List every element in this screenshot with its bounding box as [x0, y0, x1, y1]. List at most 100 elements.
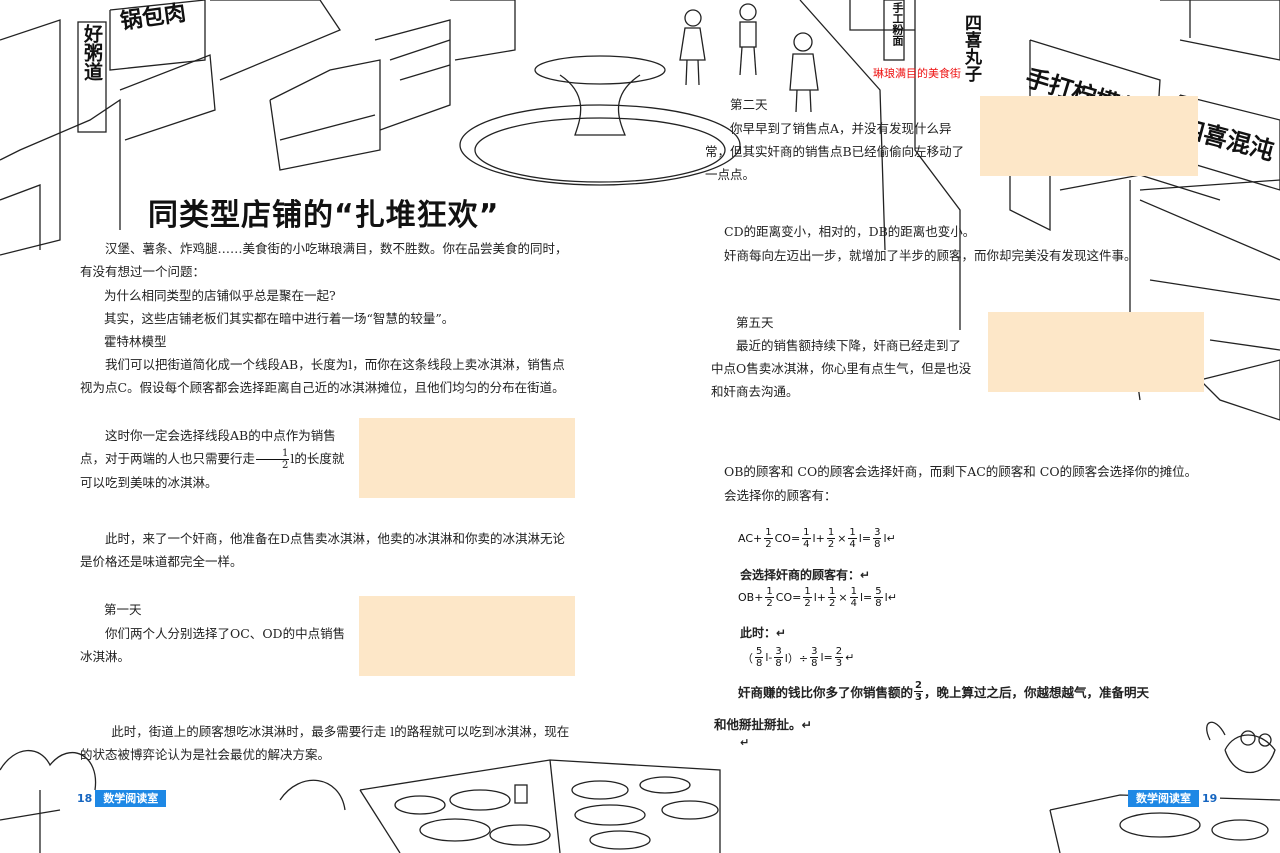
f3-t9: l=	[820, 651, 833, 664]
day2-heading: 第二天	[730, 97, 768, 112]
paragraph-distance: CD的距离变小，相对的，DB的距离也变小。	[724, 224, 976, 239]
f3-t3: l-	[765, 651, 773, 664]
label-now: 此时：↵	[740, 626, 787, 640]
f1-t2: 2	[765, 539, 772, 550]
image-placeholder-4	[988, 312, 1204, 392]
f3-t1: 5	[755, 646, 764, 658]
image-caption: 琳琅满目的美食街	[873, 65, 961, 81]
f1-t12: l=	[858, 532, 872, 545]
fraction-two-thirds-num: 2	[914, 680, 923, 692]
paragraph-intro-text: 汉堡、薯条、炸鸡腿……美食街的小吃琳琅满目，数不胜数。你在品尝美食的同时，有没有…	[80, 241, 568, 279]
paragraph-optimal-text: 此时，街道上的顾客想吃冰淇淋时，最多需要行走 l的路程就可以吃到冰淇淋，现在的状…	[80, 724, 570, 762]
paragraph-midpoint-text-a: 这时你一定会选择线段AB的中点作为销售点，对于两端的人也只需要行走	[80, 428, 336, 466]
paragraph-day2-text: 你早早到了销售点A，并没有发现什么异常，但其实奸商的销售点B已经偷偷向左移动了一…	[705, 121, 965, 182]
f2-t0: OB+	[738, 591, 764, 604]
f1-t3: CO=	[774, 532, 801, 545]
f1-t13: 3	[873, 527, 882, 539]
paragraph-day5: 最近的销售额持续下降，奸商已经走到了中点O售卖冰淇淋，你心里有点生气，但是也没和…	[711, 334, 973, 403]
f1-t7: 1	[826, 527, 836, 539]
label-rival-customers: 会选择奸商的顾客有：↵	[740, 568, 871, 582]
page-badge-right: 数学阅读室 19	[1128, 790, 1221, 807]
f1-t4: 1	[802, 527, 811, 539]
page-label-right: 数学阅读室	[1128, 790, 1199, 807]
f1-t1: 1	[764, 527, 773, 539]
f3-t4: 3	[774, 646, 783, 658]
f2-t13: 5	[874, 586, 883, 598]
fraction-half-den: 2	[282, 460, 289, 471]
day1-heading: 第一天	[104, 602, 142, 617]
paragraph-answer: 其实，这些店铺老板们其实都在暗中进行着一场“智慧的较量”。	[104, 311, 455, 326]
image-placeholder-2	[359, 596, 575, 676]
f2-t6: l+	[813, 591, 827, 604]
conclusion-text-b: ，晚上算过之后，你越想越气，准备明天	[923, 685, 1149, 700]
f3-t7: 3	[810, 646, 819, 658]
paragraph-model: 我们可以把街道简化成一个线段AB，长度为l，而你在这条线段上卖冰淇淋，销售点视为…	[80, 353, 576, 399]
paragraph-step: 奸商每向左迈出一步，就增加了半步的顾客，而你却完美没有发现这件事。	[724, 248, 1137, 263]
fraction-half-num: 1	[256, 448, 290, 460]
sign-sixiwanzi: 四喜丸子	[960, 14, 984, 82]
image-placeholder-3	[980, 96, 1198, 176]
page-number-left: 18	[74, 790, 96, 807]
f1-t6: l+	[812, 532, 825, 545]
paragraph-choice: OB的顾客和 CO的顾客会选择奸商，而剩下AC的顾客和 CO的顾客会选择你的摊位…	[724, 464, 1198, 479]
f1-t10: 1	[848, 527, 857, 539]
paragraph-question: 为什么相同类型的店铺似乎总是聚在一起?	[104, 288, 336, 303]
paragraph-optimal: 此时，街道上的顾客想吃冰淇淋时，最多需要行走 l的路程就可以吃到冰淇淋，现在的状…	[80, 720, 576, 766]
conclusion-text-a: 奸商赚的钱比你多了你销售额的	[738, 685, 914, 700]
f2-t8: 2	[829, 598, 836, 609]
paragraph-midpoint-text-b: l的长度就可以吃到美味的冰淇淋。	[80, 451, 345, 490]
f2-t11: 4	[850, 598, 857, 609]
f1-t5: 4	[803, 539, 810, 550]
f2-t12: l=	[859, 591, 873, 604]
paragraph-conclusion-end: 和他掰扯掰扯。↵	[714, 717, 812, 732]
sign-haozhoudao-text: 好粥道	[81, 24, 103, 81]
paragraph-rival-text: 此时，来了一个奸商，他准备在D点售卖冰淇淋，他卖的冰淇淋和你卖的冰淇淋无论是价格…	[80, 531, 566, 569]
f1-t11: 4	[849, 539, 856, 550]
f3-t12: ↵	[845, 651, 855, 664]
page-title: 同类型店铺的“扎堆狂欢”	[148, 198, 500, 233]
f3-t10: 2	[834, 646, 844, 658]
f2-t3: CO=	[775, 591, 802, 604]
sign-haozhoudao: 好粥道	[78, 24, 106, 81]
f2-t2: 2	[766, 598, 773, 609]
f3-t11: 3	[835, 658, 843, 669]
f1-t14: 8	[874, 539, 881, 550]
f2-t5: 2	[804, 598, 811, 609]
sign-shougongfenmian-text: 手工粉面	[891, 2, 904, 46]
section-heading-hotelling: 霍特林模型	[104, 334, 167, 349]
page-number-right: 19	[1199, 790, 1221, 807]
f1-t9: ×	[837, 532, 847, 545]
f1-t15: l↵	[883, 532, 896, 545]
paragraph-day1: 你们两个人分别选择了OC、OD的中点销售冰淇淋。	[80, 622, 350, 668]
paragraph-day2: 你早早到了销售点A，并没有发现什么异常，但其实奸商的销售点B已经偷偷向左移动了一…	[705, 117, 970, 186]
page-label-left: 数学阅读室	[95, 790, 167, 807]
f3-t8: 8	[811, 658, 818, 669]
f2-t4: 1	[803, 586, 812, 598]
fraction-two-thirds-den: 3	[915, 692, 922, 703]
f2-t10: 1	[849, 586, 858, 598]
paragraph-day1-text: 你们两个人分别选择了OC、OD的中点销售冰淇淋。	[80, 626, 346, 664]
f2-t1: 1	[765, 586, 774, 598]
paragraph-intro: 汉堡、薯条、炸鸡腿……美食街的小吃琳琅满目，数不胜数。你在品尝美食的同时，有没有…	[80, 237, 576, 283]
f2-t7: 1	[828, 586, 837, 598]
f2-t14: 8	[875, 598, 882, 609]
f2-t15: l↵	[884, 591, 897, 604]
sign-shougongfenmian: 手工粉面	[884, 2, 904, 46]
f3-t2: 8	[756, 658, 763, 669]
f3-t5: 8	[775, 658, 782, 669]
